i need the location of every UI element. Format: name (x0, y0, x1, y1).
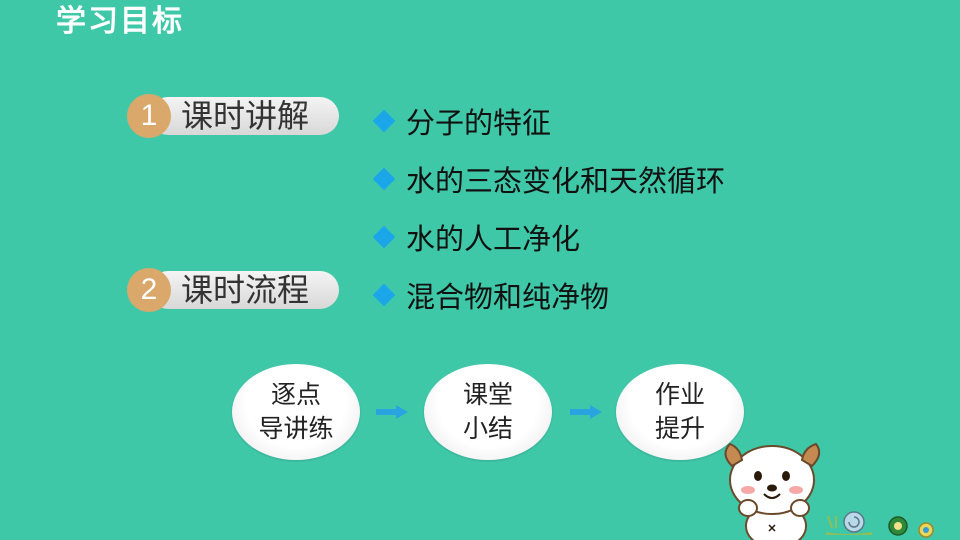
flow-step-line: 导讲练 (258, 414, 334, 443)
arrow-right-icon (376, 405, 408, 419)
objective-text: 水的三态变化和天然循环 (406, 164, 726, 198)
objectives-list: 分子的特征 水的三态变化和天然循环 水的人工净化 混合物和纯净物 (370, 92, 725, 324)
flow-step-practice[interactable]: 逐点 导讲练 (232, 364, 360, 460)
flow-step-homework[interactable]: 作业 提升 (616, 364, 744, 460)
flow-step-line: 作业 (654, 380, 705, 409)
objective-text: 混合物和纯净物 (406, 280, 610, 314)
puppy-illustration (724, 442, 821, 540)
list-item: 混合物和纯净物 (370, 266, 725, 324)
diamond-bullet-icon (372, 109, 396, 133)
diamond-bullet-icon (372, 225, 396, 249)
section-number-badge: 1 (127, 94, 171, 138)
section-label: 课时讲解 (181, 97, 310, 135)
section-pill (149, 271, 339, 309)
arrow-right-icon (570, 405, 602, 419)
flow-step-line: 课堂 (462, 380, 513, 409)
list-item: 水的三态变化和天然循环 (370, 150, 725, 208)
section-label: 课时流程 (181, 271, 310, 309)
snail-illustration (826, 511, 934, 538)
diamond-bullet-icon (372, 167, 396, 191)
list-item: 水的人工净化 (370, 208, 725, 266)
list-item: 分子的特征 (370, 92, 725, 150)
page-title: 学习目标 (56, 4, 184, 39)
flow-step-line: 逐点 (270, 380, 321, 409)
diamond-bullet-icon (372, 283, 396, 307)
objective-text: 水的人工净化 (406, 222, 581, 256)
flow-step-summary[interactable]: 课堂 小结 (424, 364, 552, 460)
flow-step-line: 提升 (654, 414, 705, 443)
section-number-badge: 2 (127, 268, 171, 312)
flow-step-line: 小结 (462, 414, 513, 443)
section-pill (149, 97, 339, 135)
objective-text: 分子的特征 (406, 106, 552, 140)
